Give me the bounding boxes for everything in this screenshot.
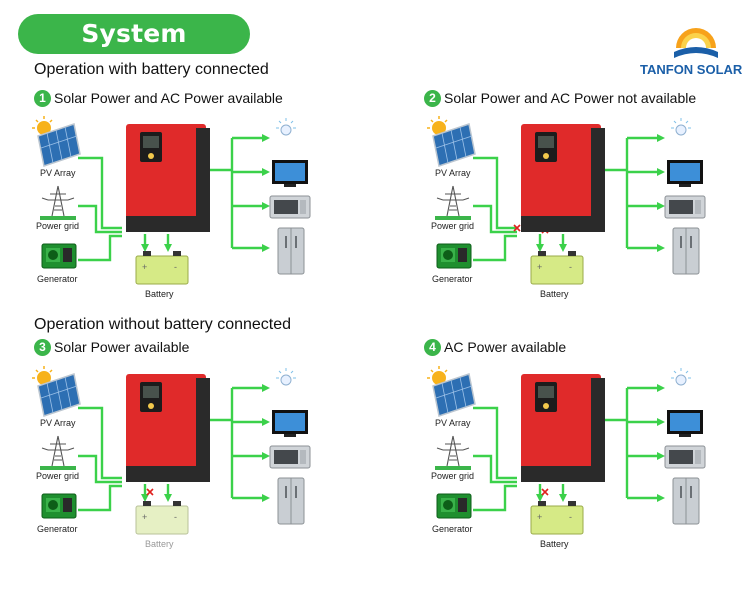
svg-text:+: + — [537, 262, 542, 272]
battery-icon: +- — [530, 251, 584, 285]
generator-icon — [436, 493, 472, 519]
scenario-4-label: AC Power available — [444, 339, 567, 355]
power-grid-label: Power grid — [36, 471, 80, 481]
inverter-icon — [126, 124, 210, 232]
svg-text:+: + — [537, 512, 542, 522]
svg-text:-: - — [569, 512, 572, 522]
section-title-with-battery: Operation with battery connected — [34, 61, 269, 78]
generator-label: Generator — [432, 274, 473, 284]
generator-icon — [41, 243, 77, 269]
battery-icon: +- — [530, 501, 584, 535]
television-icon — [667, 160, 703, 187]
battery-label: Battery — [145, 539, 174, 549]
solar-panel-icon — [32, 366, 81, 417]
refrigerator-icon — [672, 477, 700, 525]
television-icon — [272, 410, 308, 437]
battery-label: Battery — [540, 539, 569, 549]
scenario-1-label: Solar Power and AC Power available — [54, 90, 283, 106]
power-grid-tower-icon — [435, 185, 471, 220]
scenario-2-label: Solar Power and AC Power not available — [444, 90, 697, 106]
generator-icon — [41, 493, 77, 519]
refrigerator-icon — [672, 227, 700, 275]
section-title-without-battery: Operation without battery connected — [34, 316, 292, 333]
solar-panel-icon — [32, 116, 81, 167]
microwave-icon — [269, 445, 311, 469]
light-bulb-icon — [671, 368, 691, 386]
light-bulb-icon — [671, 118, 691, 136]
cross-mark-icon — [513, 224, 521, 232]
inverter-icon — [126, 374, 210, 482]
refrigerator-icon — [277, 227, 305, 275]
battery-label: Battery — [540, 289, 569, 299]
battery-icon: +- — [135, 501, 189, 535]
refrigerator-icon — [277, 477, 305, 525]
solar-panel-icon — [427, 366, 476, 417]
pv-array-label: PV Array — [40, 418, 76, 428]
svg-text:-: - — [569, 262, 572, 272]
svg-text:-: - — [174, 262, 177, 272]
solar-panel-icon — [427, 116, 476, 167]
power-grid-tower-icon — [40, 185, 76, 220]
power-grid-label: Power grid — [431, 221, 475, 231]
power-grid-tower-icon — [435, 435, 471, 470]
inverter-icon — [521, 374, 605, 482]
generator-label: Generator — [37, 524, 78, 534]
sun-logo-icon — [674, 28, 718, 58]
svg-text:-: - — [174, 512, 177, 522]
cross-mark-icon — [541, 488, 549, 496]
microwave-icon — [269, 195, 311, 219]
power-wires — [473, 386, 657, 512]
svg-text:+: + — [142, 512, 147, 522]
power-grid-label: Power grid — [431, 471, 475, 481]
brand-name: TANFON SOLAR — [640, 62, 743, 77]
light-bulb-icon — [276, 368, 296, 386]
scenario-3-number: 3 — [34, 339, 51, 356]
wire-arrows — [141, 134, 270, 252]
svg-text:+: + — [142, 262, 147, 272]
power-wires — [78, 386, 262, 512]
pv-array-label: PV Array — [435, 168, 471, 178]
pv-array-label: PV Array — [435, 418, 471, 428]
scenario-2-number: 2 — [424, 90, 441, 107]
power-grid-label: Power grid — [36, 221, 80, 231]
pv-array-label: PV Array — [40, 168, 76, 178]
generator-label: Generator — [37, 274, 78, 284]
brand-logo — [672, 18, 720, 62]
wire-arrows — [536, 134, 665, 252]
television-icon — [667, 410, 703, 437]
wire-arrows — [141, 384, 270, 502]
generator-label: Generator — [432, 524, 473, 534]
light-bulb-icon — [276, 118, 296, 136]
scenario-3-label: Solar Power available — [54, 339, 190, 355]
page-title: System Diagram — [18, 14, 250, 88]
battery-icon: +- — [135, 251, 189, 285]
cross-mark-icon — [146, 488, 154, 496]
wire-arrows — [536, 384, 665, 502]
power-grid-tower-icon — [40, 435, 76, 470]
microwave-icon — [664, 195, 706, 219]
television-icon — [272, 160, 308, 187]
generator-icon — [436, 243, 472, 269]
scenario-1-number: 1 — [34, 90, 51, 107]
microwave-icon — [664, 445, 706, 469]
inverter-icon — [521, 124, 605, 232]
scenario-4-number: 4 — [424, 339, 441, 356]
battery-label: Battery — [145, 289, 174, 299]
